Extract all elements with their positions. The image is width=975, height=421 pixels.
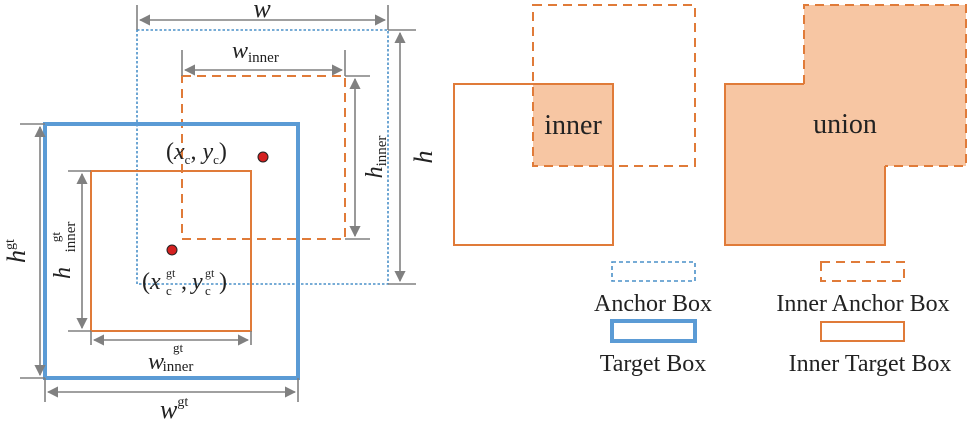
svg-text:c: c	[205, 283, 211, 298]
union-diagram: union	[724, 4, 967, 246]
w-gt-label: wgt	[160, 395, 188, 421]
legend-inner-target-swatch	[820, 321, 905, 342]
inner-label: inner	[544, 110, 602, 141]
middle-target-box	[453, 83, 614, 246]
svg-text:inner: inner	[163, 359, 194, 375]
anchor-center-point	[257, 151, 269, 163]
union-fill	[725, 5, 966, 245]
svg-text:inner: inner	[63, 222, 79, 253]
legend-target-swatch	[610, 319, 697, 343]
svg-text:gt: gt	[48, 232, 63, 243]
target-center-label: (x c gt , y c gt )	[142, 266, 227, 298]
union-dashed-outline	[803, 4, 967, 167]
h-label: h	[409, 151, 438, 164]
svg-text:h: h	[50, 267, 76, 279]
union-label: union	[813, 109, 877, 140]
svg-text:,: ,	[181, 269, 187, 295]
h-inner-label: hinner	[362, 136, 390, 179]
union-solid-outline	[724, 83, 886, 246]
inner-target-box	[90, 170, 252, 332]
w-inner-gt-label: w gt inner	[148, 340, 193, 375]
legend-target-label: Target Box	[600, 351, 707, 377]
anchor-box	[136, 29, 389, 285]
svg-text:gt: gt	[205, 266, 215, 280]
legend-inner-anchor-label: Inner Anchor Box	[776, 291, 949, 317]
legend-anchor-swatch	[611, 261, 696, 282]
svg-text:w: w	[148, 349, 164, 375]
w-label: w	[253, 0, 271, 23]
svg-text:): )	[219, 269, 227, 295]
inner-anchor-box	[181, 75, 346, 240]
svg-text:(xc, yc): (xc, yc)	[166, 139, 227, 167]
w-inner-label: winner	[232, 38, 279, 66]
middle-anchor-box	[532, 4, 696, 167]
target-center-point	[166, 244, 178, 256]
svg-text:c: c	[166, 283, 172, 298]
svg-text:y: y	[190, 269, 203, 295]
legend: Anchor Box Target Box Inner Anchor Box I…	[594, 261, 952, 377]
dimension-arrows	[20, 5, 416, 402]
anchor-center-label: (xc, yc)	[166, 139, 227, 167]
inner-overlap-diagram: inner	[453, 4, 696, 246]
h-inner-gt-label: h gt inner	[48, 222, 79, 279]
left-geometry-diagram: w winner h hinner hgt h gt inner w gt in…	[2, 0, 438, 421]
legend-anchor-label: Anchor Box	[594, 291, 712, 317]
svg-text:gt: gt	[166, 266, 176, 280]
overlap-fill	[533, 84, 613, 166]
legend-inner-target-label: Inner Target Box	[789, 351, 952, 377]
svg-text:gt: gt	[173, 340, 184, 355]
legend-inner-anchor-swatch	[820, 261, 905, 282]
svg-text:(x: (x	[142, 269, 161, 295]
h-gt-label: hgt	[2, 239, 31, 263]
